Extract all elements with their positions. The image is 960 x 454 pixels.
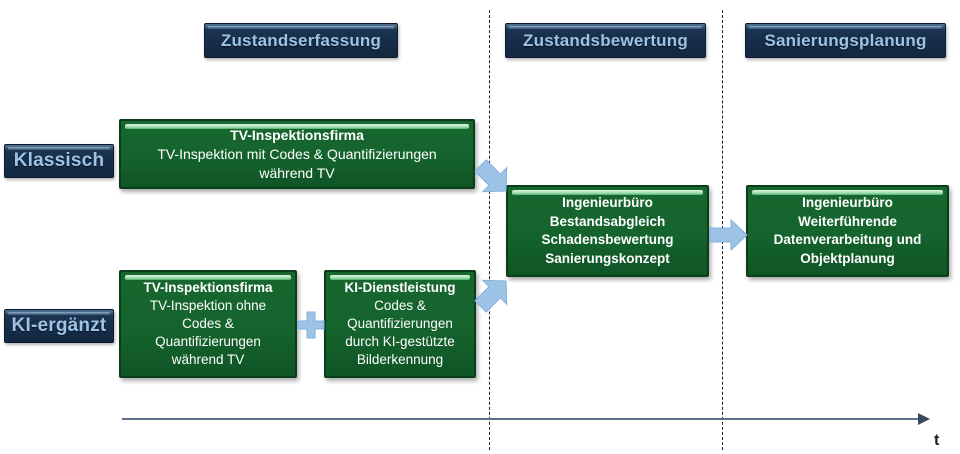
phase-header-label: Zustandserfassung bbox=[220, 30, 382, 50]
phase-divider-1 bbox=[489, 10, 490, 450]
row-label-text: KI-ergänzt bbox=[11, 315, 107, 336]
phase-header-zustandserfassung: Zustandserfassung bbox=[204, 23, 398, 58]
process-box-text: Ingenieurbüro Weiterführende Datenverarb… bbox=[748, 194, 947, 268]
process-box-klassisch-inspection: TV-Inspektionsfirma TV-Inspektion mit Co… bbox=[119, 119, 475, 189]
plus-icon bbox=[296, 310, 326, 340]
process-box-line: Bestandsabgleich bbox=[549, 213, 666, 229]
process-box-title: KI-Dienstleistung bbox=[344, 280, 456, 295]
row-label-ki-ergaenzt: KI-ergänzt bbox=[4, 309, 114, 343]
process-box-text: KI-Dienstleistung Codes & Quantifizierun… bbox=[326, 279, 474, 369]
process-box-text: Ingenieurbüro Bestandsabgleich Schadensb… bbox=[508, 194, 707, 268]
row-label-klassisch: Klassisch bbox=[4, 144, 114, 178]
chip-gloss bbox=[509, 26, 702, 29]
process-box-line: TV-Inspektion ohne bbox=[149, 298, 267, 313]
process-box-ki-inspection: TV-Inspektionsfirma TV-Inspektion ohne C… bbox=[119, 270, 297, 378]
process-box-ki-service: KI-Dienstleistung Codes & Quantifizierun… bbox=[324, 270, 476, 378]
process-box-engineering-planning: Ingenieurbüro Weiterführende Datenverarb… bbox=[746, 185, 949, 277]
process-box-line: Schadensbewertung bbox=[541, 232, 674, 247]
process-box-title: Ingenieurbüro bbox=[562, 195, 653, 210]
process-box-text: TV-Inspektionsfirma TV-Inspektion mit Co… bbox=[121, 126, 473, 183]
row-label-text: Klassisch bbox=[13, 150, 105, 171]
time-axis-label: t bbox=[934, 432, 940, 449]
process-box-line: während TV bbox=[171, 352, 245, 367]
process-box-line: Sanierungskonzept bbox=[545, 250, 670, 266]
process-box-line: Weiterführende bbox=[798, 213, 897, 229]
process-box-line: TV-Inspektion mit Codes & Quantifizierun… bbox=[157, 145, 437, 162]
process-box-line: Quantifizierungen bbox=[347, 316, 453, 331]
process-box-line: durch KI-gestützte bbox=[345, 334, 455, 349]
process-box-line: Codes & bbox=[374, 298, 426, 313]
process-box-engineering-assessment: Ingenieurbüro Bestandsabgleich Schadensb… bbox=[506, 185, 709, 277]
chip-gloss bbox=[749, 26, 942, 29]
process-box-line: Objektplanung bbox=[800, 250, 895, 266]
arrow-right-icon bbox=[709, 218, 749, 252]
process-box-title: Ingenieurbüro bbox=[802, 195, 893, 210]
phase-header-zustandsbewertung: Zustandsbewertung bbox=[505, 23, 706, 58]
process-box-text: TV-Inspektionsfirma TV-Inspektion ohne C… bbox=[121, 279, 295, 369]
arrow-up-right-icon bbox=[473, 272, 515, 314]
process-box-line: Codes & bbox=[182, 316, 234, 331]
process-box-title: TV-Inspektionsfirma bbox=[230, 126, 364, 143]
chip-gloss bbox=[208, 26, 394, 29]
time-axis-line bbox=[122, 418, 920, 420]
process-box-title: TV-Inspektionsfirma bbox=[143, 280, 273, 295]
process-box-line: während TV bbox=[259, 164, 335, 181]
phase-header-label: Zustandsbewertung bbox=[523, 30, 688, 50]
phase-header-label: Sanierungsplanung bbox=[764, 30, 927, 50]
process-box-line: Quantifizierungen bbox=[155, 334, 261, 349]
process-box-line: Datenverarbeitung und bbox=[773, 232, 922, 247]
time-axis-arrowhead bbox=[918, 413, 930, 425]
phase-header-sanierungsplanung: Sanierungsplanung bbox=[745, 23, 946, 58]
process-box-line: Bilderkennung bbox=[356, 352, 444, 367]
arrow-down-right-icon bbox=[473, 158, 515, 200]
